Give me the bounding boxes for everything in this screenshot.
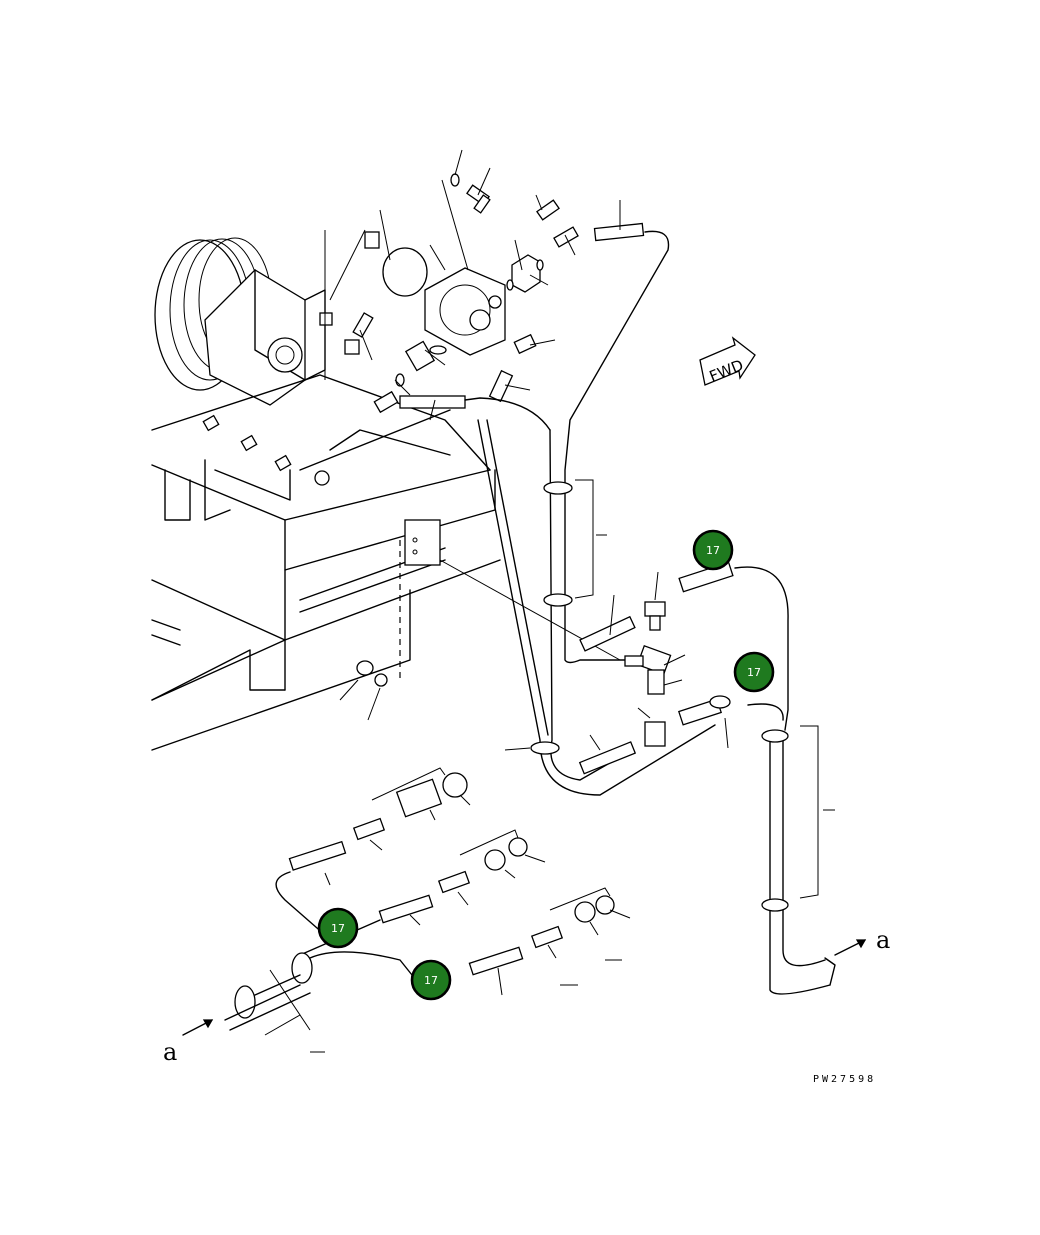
section-marker-a-bottom: a (163, 1038, 177, 1066)
leader-lines-top (324, 149, 621, 421)
callout-label: 17 (331, 922, 345, 935)
forward-direction-arrow: FWD (699, 336, 756, 386)
callout-17-lower-right[interactable]: 17 (733, 651, 775, 693)
callout-label: 17 (424, 974, 438, 987)
hydraulic-pump-assembly (319, 173, 645, 414)
hose-routing (439, 230, 836, 995)
right-fittings (504, 534, 835, 811)
engine-pulley-assembly (154, 237, 326, 406)
callout-label: 17 (747, 666, 761, 679)
section-marker-a-right: a (876, 926, 890, 954)
callout-17-bottom[interactable]: 17 (410, 959, 452, 1001)
lower-coupling-assemblies (310, 767, 631, 1053)
drawing-code: PW27598 (813, 1074, 877, 1085)
callout-17-lower-left[interactable]: 17 (317, 907, 359, 949)
lower-hoses (224, 840, 524, 1036)
callout-17-upper-right[interactable]: 17 (692, 529, 734, 571)
machine-frame (151, 374, 501, 751)
hose-clamps (530, 479, 819, 912)
frame-bolts (339, 540, 401, 721)
callout-label: 17 (706, 544, 720, 557)
section-arrows: a a (163, 926, 890, 1066)
